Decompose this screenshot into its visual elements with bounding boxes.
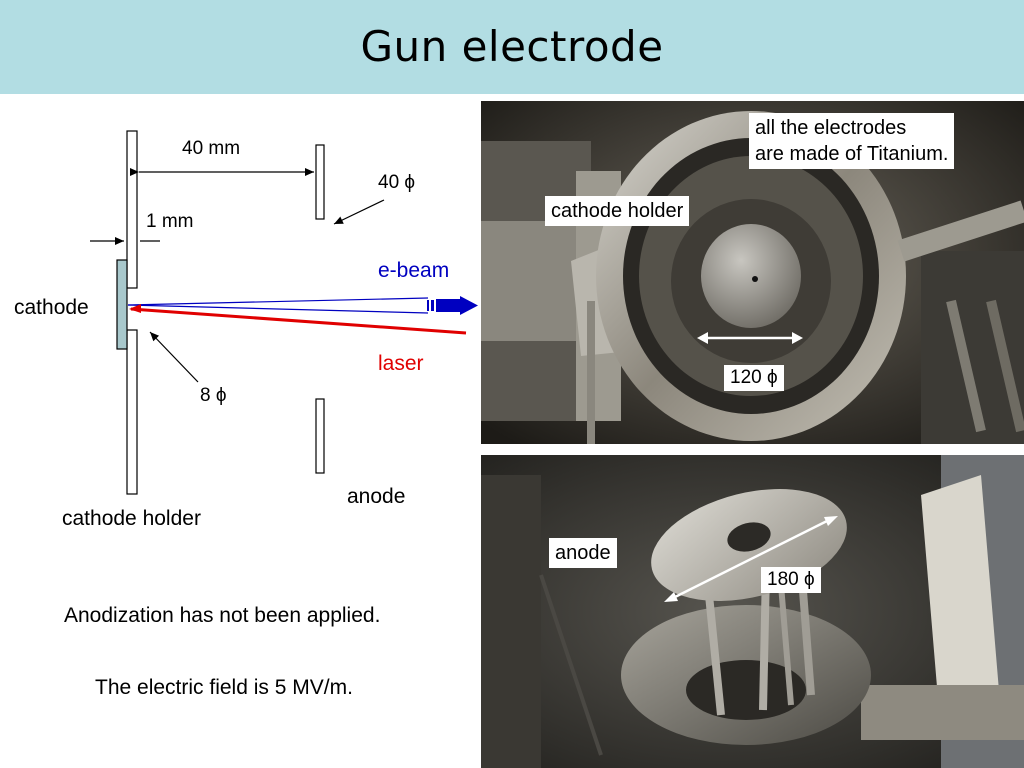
dim-1mm-label: 1 mm (146, 211, 194, 232)
cathode-holder-upper-plate (126, 130, 138, 289)
dim-40mm-label: 40 mm (182, 138, 241, 159)
laser-label: laser (378, 352, 424, 375)
e-beam-line-upper (127, 297, 429, 306)
titanium-note-line2: are made of Titanium. (755, 143, 949, 165)
cathode-label: cathode (14, 296, 89, 319)
e-beam-label: e-beam (378, 259, 450, 282)
dim-120phi-label: 120 ϕ (724, 365, 784, 391)
titanium-note-line1: all the electrodes (755, 117, 907, 139)
dim-8phi-pointer (149, 331, 199, 383)
dim-8phi-label: 8 ϕ (200, 385, 227, 406)
dim-40phi-pointer (333, 199, 385, 225)
gun-electrode-diagram (90, 130, 478, 495)
anode-label: anode (347, 485, 406, 508)
anode-photo: anode 180 ϕ (481, 455, 1024, 768)
photo-cathode-holder-label: cathode holder (545, 196, 690, 226)
e-beam-arrow-icon (427, 296, 478, 315)
anodization-note: Anodization has not been applied. (64, 604, 381, 627)
dim-120phi-arrow (697, 332, 803, 344)
titanium-note: all the electrodes are made of Titanium. (749, 113, 955, 169)
dim-180phi-arrow (664, 516, 838, 602)
cathode-holder-lower-plate (126, 329, 138, 495)
title-bar: Gun electrode (0, 0, 1024, 94)
laser-arrow-head (129, 304, 141, 313)
photo-anode-label: anode (549, 538, 617, 568)
e-beam-line-lower (127, 304, 429, 314)
cathode-holder-photo: all the electrodes are made of Titanium.… (481, 101, 1024, 444)
slide-title: Gun electrode (360, 22, 664, 71)
cathode-block (116, 259, 128, 350)
laser-beam-line (130, 307, 467, 335)
cathode-holder-label: cathode holder (62, 507, 201, 530)
dim-40phi-label: 40 ϕ (378, 172, 416, 193)
dim-180phi-label: 180 ϕ (761, 567, 821, 593)
anode-lower-plate (315, 398, 325, 474)
anode-photo-image (481, 455, 1024, 768)
cathode-holder-photo-image (481, 101, 1024, 444)
electric-field-note: The electric field is 5 MV/m. (95, 676, 353, 699)
anode-upper-plate (315, 144, 325, 220)
